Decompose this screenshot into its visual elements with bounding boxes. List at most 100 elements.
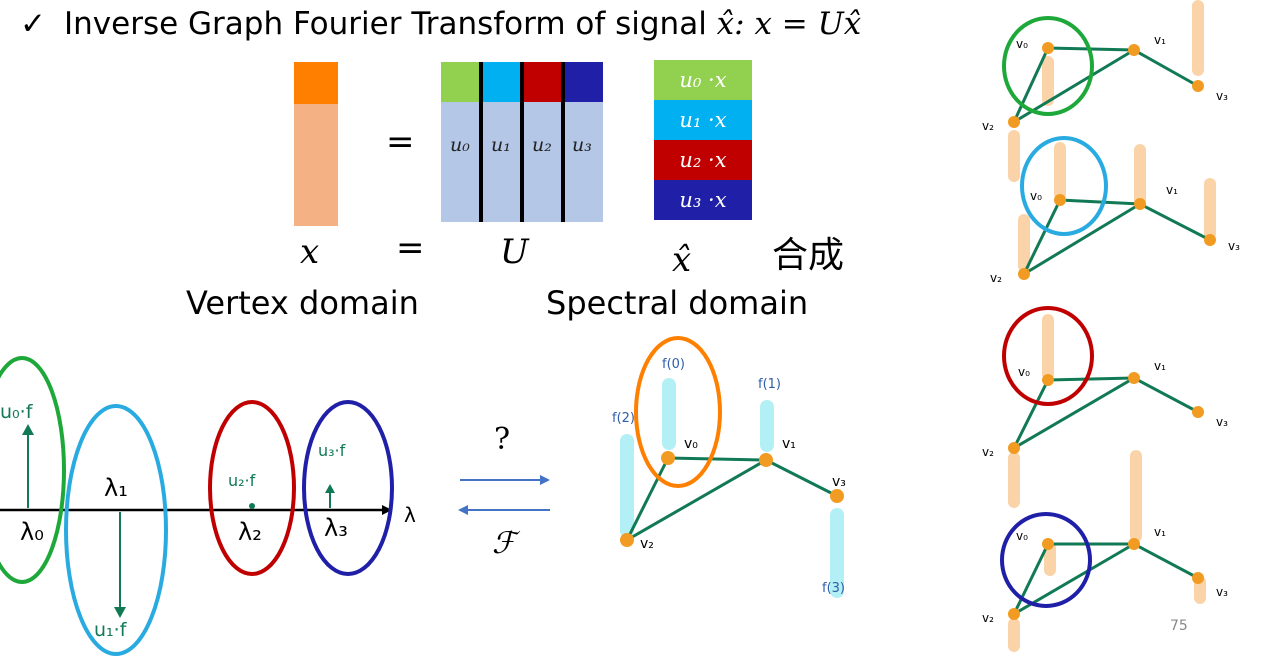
edge	[1013, 376, 1135, 450]
vertex	[1008, 116, 1020, 128]
bar	[1008, 452, 1020, 508]
label-f2: f(2)	[612, 411, 635, 426]
edge-v1-v2	[626, 458, 767, 542]
edge	[1133, 376, 1199, 414]
edge	[1012, 379, 1050, 449]
highlight-ellipse	[1002, 306, 1094, 406]
bar	[1054, 142, 1066, 200]
vertex	[1008, 442, 1020, 454]
u2-head	[522, 62, 563, 102]
vertex-v0	[661, 451, 675, 465]
u1-head	[481, 62, 522, 102]
u0-head	[441, 62, 481, 102]
label-v3: v₃	[1216, 585, 1228, 599]
xhat-cell-2: u₂ ·x	[654, 140, 752, 180]
label-v2: v₂	[982, 445, 994, 459]
xhat-label: x̂	[672, 240, 692, 280]
lambda0-label: λ₀	[20, 518, 44, 546]
u2f-label: u₂·f	[228, 471, 256, 490]
label-v0: v₀	[1018, 365, 1030, 379]
bar	[1008, 618, 1020, 652]
signal-bar-f0	[662, 378, 676, 450]
vertex-v1	[759, 453, 773, 467]
label-v1: v₁	[1166, 183, 1178, 197]
check-icon: ✓	[20, 6, 46, 42]
fourier-symbol: ℱ	[492, 526, 516, 561]
label-v2: v₂	[982, 119, 994, 133]
bar	[1008, 130, 1020, 182]
edge-v0-v1	[667, 456, 767, 462]
equals-label: =	[396, 228, 425, 268]
edge	[1012, 543, 1050, 615]
bar	[1192, 0, 1204, 76]
u3-label: u₃	[572, 134, 592, 156]
xhat-cell-0: u₀ ·x	[654, 60, 752, 100]
bar	[1042, 56, 1054, 106]
label-v2: v₂	[640, 536, 654, 552]
edge	[1139, 202, 1211, 242]
edge	[1023, 202, 1141, 276]
arrow-u0-head	[22, 424, 34, 435]
forward-arrowhead	[540, 475, 550, 485]
page-number: 75	[1170, 618, 1188, 634]
vertex	[1128, 44, 1140, 56]
signal-bar-f2	[620, 434, 634, 538]
edge	[1133, 542, 1199, 580]
lambda3-label: λ₃	[324, 514, 348, 542]
vertex	[1054, 194, 1066, 206]
column-divider	[520, 62, 524, 222]
vertex	[1008, 608, 1020, 620]
heading-text: Inverse Graph Fourier Transform of signa…	[63, 6, 717, 42]
equals-top: =	[386, 122, 415, 162]
xhat-cell-1: u₁ ·x	[654, 100, 752, 140]
xhat-vector: u₀ ·x u₁ ·x u₂ ·x u₃ ·x	[654, 60, 752, 220]
lambda-axis-label: λ	[404, 503, 416, 527]
lambda1-label: λ₁	[104, 474, 128, 502]
label-v3: v₃	[1228, 239, 1240, 253]
vertex	[1042, 42, 1054, 54]
edge	[1022, 199, 1062, 275]
u-label: U	[500, 232, 529, 272]
edge	[1012, 47, 1050, 123]
edge-v0-v2	[625, 457, 670, 541]
label-v2: v₂	[990, 271, 1002, 285]
bar	[1130, 450, 1142, 542]
slide-heading: ✓ Inverse Graph Fourier Transform of sign…	[20, 6, 861, 42]
x-vector	[294, 62, 338, 226]
highlight-ellipse	[1002, 16, 1094, 116]
component-graph-u1: v₀ v₁ v₂ v₃	[990, 130, 1240, 285]
axis-arrowhead	[382, 505, 392, 515]
column-divider	[561, 62, 565, 222]
label-v1: v₁	[1154, 525, 1166, 539]
vertex	[1042, 538, 1054, 550]
label-v0: v₀	[1030, 189, 1042, 203]
vertex-graph: v₀ v₁ v₂ v₃ f(0) f(1) f(2) f(3)	[612, 336, 846, 598]
arrow-u3-head	[325, 484, 335, 493]
bar	[1204, 178, 1216, 240]
bar	[1042, 314, 1054, 380]
u1-label: u₁	[491, 134, 511, 156]
label-v1: v₁	[1154, 33, 1166, 47]
signal-bar-f1	[760, 400, 774, 452]
transform-arrows	[458, 475, 550, 515]
label-v1: v₁	[1154, 359, 1166, 373]
component-graph-u2: v₀ v₁ v₂ v₃	[982, 306, 1228, 508]
u0f-label: u₀·f	[0, 401, 34, 423]
label-v3: v₃	[832, 474, 846, 490]
edge	[1059, 198, 1141, 206]
vertex	[1128, 372, 1140, 384]
vertex	[1042, 374, 1054, 386]
label-f1: f(1)	[758, 377, 781, 392]
component-graph-u0: v₀ v₁ v₂ v₃	[982, 0, 1228, 133]
backward-arrowhead	[458, 505, 468, 515]
bar	[1044, 542, 1056, 576]
ellipse-lambda2	[208, 400, 296, 576]
u0-label: u₀	[450, 134, 470, 156]
ellipse-lambda1	[64, 404, 168, 656]
xhat-cell-3: u₃ ·x	[654, 180, 752, 220]
lambda2-label: λ₂	[238, 518, 262, 546]
vertex	[1204, 234, 1216, 246]
vertex	[1128, 538, 1140, 550]
heading-math: x̂: x = Ux̂	[716, 6, 862, 42]
label-v0: v₀	[1016, 37, 1028, 51]
